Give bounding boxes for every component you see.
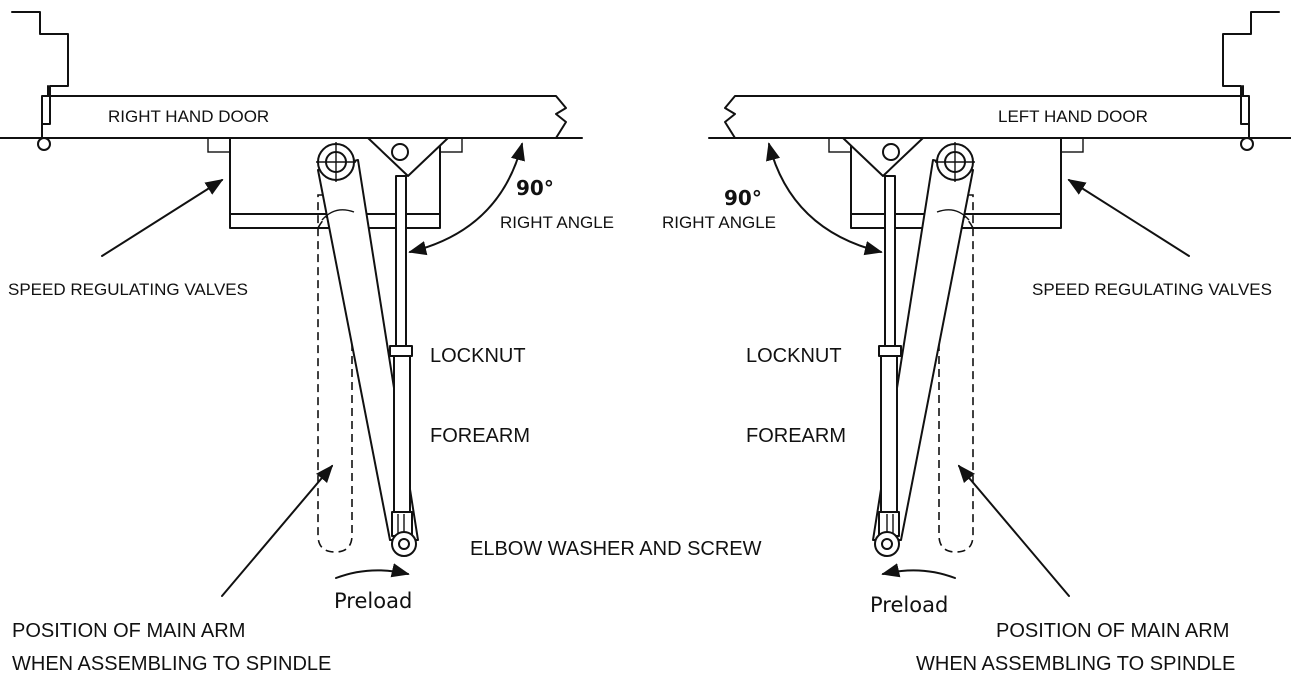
angle-arc-right	[408, 142, 525, 256]
locknut-label-right: LOCKNUT	[430, 345, 526, 367]
valve-cap-left-a	[1060, 137, 1084, 153]
forearm-rod-left	[884, 175, 896, 347]
arm-shoe-left	[842, 137, 924, 177]
right-door-label: RIGHT HAND DOOR	[108, 107, 269, 126]
angle-arc-left	[766, 142, 883, 256]
locknut-right	[389, 345, 413, 357]
door-leaf-right	[47, 95, 567, 139]
right-preload-label: Preload	[334, 589, 412, 613]
right-main-arm-line1: POSITION OF MAIN ARM	[12, 620, 245, 642]
left-main-arm-line2: WHEN ASSEMBLING TO SPINDLE	[916, 653, 1235, 675]
main-arm-assembly-position-right	[317, 194, 353, 553]
left-angle-label: RIGHT ANGLE	[662, 213, 776, 232]
forearm-label-right: FOREARM	[430, 425, 530, 447]
valve-cap-right-a	[207, 137, 231, 153]
left-preload-label: Preload	[870, 593, 948, 617]
frame-jamb-right	[11, 11, 69, 125]
left-valves-label: SPEED REGULATING VALVES	[1032, 280, 1272, 299]
forearm-rod-right	[395, 175, 407, 347]
right-main-arm-line2: WHEN ASSEMBLING TO SPINDLE	[12, 653, 331, 675]
elbow-screw-right	[398, 538, 410, 550]
preload-arc-left	[881, 563, 956, 579]
right-hand-assembly: RIGHT HAND DOOR 90° RIGHT ANGL	[0, 11, 614, 675]
left-angle-value: 90°	[724, 186, 762, 210]
arm-shoe-right	[367, 137, 449, 177]
hinge-left	[1240, 137, 1254, 151]
right-angle-value: 90°	[516, 176, 554, 200]
forearm-label-left: FOREARM	[746, 425, 846, 447]
valves-leader-right	[101, 179, 224, 257]
main-arm-detail-right	[321, 209, 355, 221]
right-valves-label: SPEED REGULATING VALVES	[8, 280, 248, 299]
main-arm-leader-right	[221, 464, 334, 597]
forearm-tube-left	[880, 355, 898, 517]
locknut-left	[878, 345, 902, 357]
left-hand-assembly	[708, 11, 1291, 597]
elbow-screw-left	[881, 538, 893, 550]
shared-labels: LOCKNUT LOCKNUT FOREARM FOREARM ELBOW WA…	[430, 345, 846, 560]
dash-curve-left	[938, 211, 974, 229]
left-door-label: LEFT HAND DOOR	[998, 107, 1148, 126]
locknut-label-left: LOCKNUT	[746, 345, 842, 367]
shoe-pivot-left	[882, 143, 900, 161]
frame-jamb-left	[1222, 11, 1280, 125]
right-angle-label: RIGHT ANGLE	[500, 213, 614, 232]
main-arm-detail-left	[936, 209, 970, 221]
door-leaf-left	[724, 95, 1244, 139]
main-arm-assembly-position-left	[938, 194, 974, 553]
left-hand-labels: LEFT HAND DOOR 90° RIGHT ANGLE SPEED REG…	[662, 107, 1272, 675]
forearm-tube-right	[393, 355, 411, 517]
preload-arc-right	[335, 563, 410, 579]
valves-leader-left	[1067, 179, 1190, 257]
main-arm-leader-left	[957, 464, 1070, 597]
hinge-right	[37, 137, 51, 151]
shoe-pivot-right	[391, 143, 409, 161]
elbow-washer-label: ELBOW WASHER AND SCREW	[470, 538, 762, 560]
left-main-arm-line1: POSITION OF MAIN ARM	[996, 620, 1229, 642]
dash-curve-right	[317, 211, 353, 229]
